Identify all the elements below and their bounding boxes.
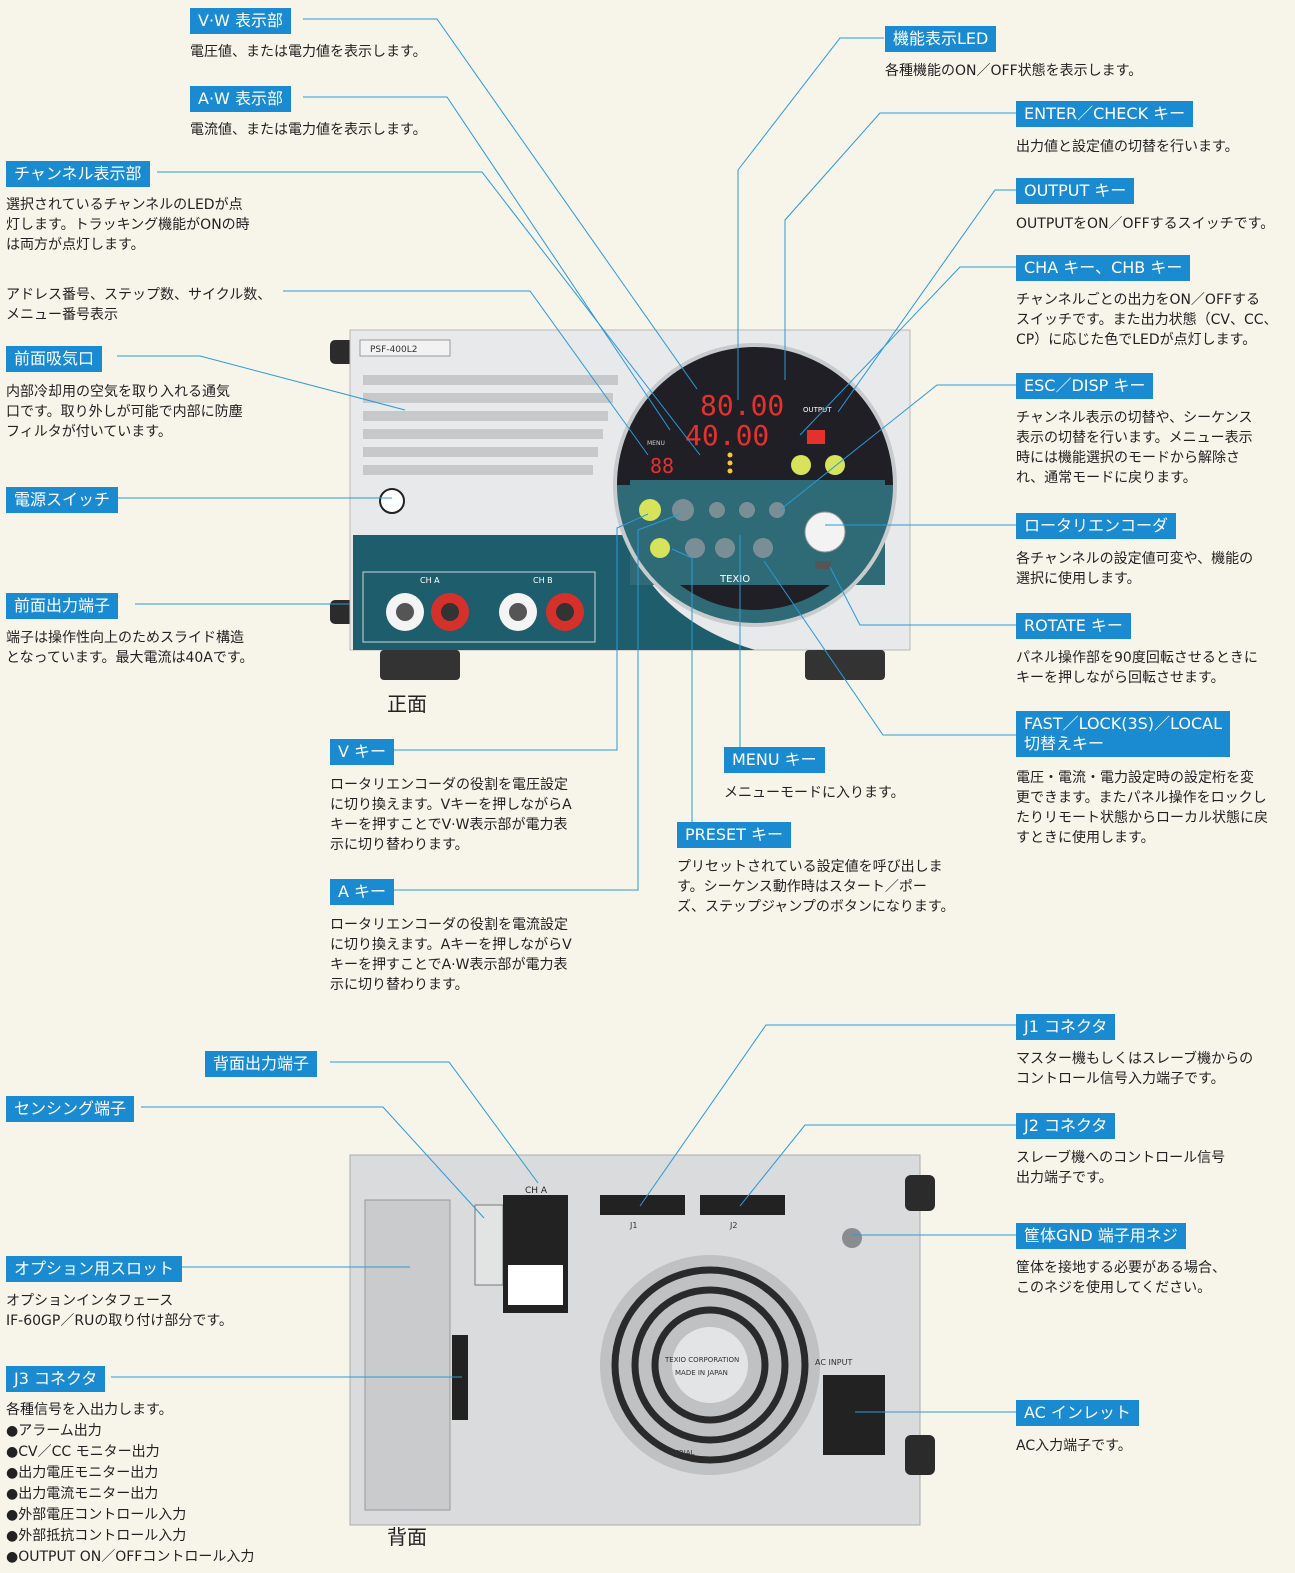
label-aw-display: A·W 表示部: [190, 86, 291, 112]
svg-text:AC INPUT: AC INPUT: [815, 1358, 852, 1367]
rear-caption: 背面: [387, 1525, 427, 1549]
label-v-key: V キー: [330, 739, 395, 765]
svg-text:TEXIO CORPORATION: TEXIO CORPORATION: [664, 1356, 739, 1364]
desc-menu-key: メニューモードに入ります。: [724, 785, 905, 801]
svg-text:MADE IN JAPAN: MADE IN JAPAN: [675, 1369, 728, 1377]
rear-panel-illustration: CH A J1 J2 TEXIO CORPORATION MADE IN JAP…: [349, 1154, 935, 1526]
desc-rotary-encoder: 各チャンネルの設定値可変や、機能の 選択に使用します。: [1016, 551, 1254, 587]
label-vw-display: V·W 表示部: [190, 8, 291, 34]
svg-text:CH B: CH B: [533, 576, 553, 585]
desc-enter-key: 出力値と設定値の切替を行います。: [1016, 139, 1239, 155]
desc-cha-chb-key: チャンネルごとの出力をON／OFFする スイッチです。また出力状態（CV、CC、…: [1016, 292, 1278, 348]
label-option-slot: オプション用スロット: [6, 1256, 183, 1282]
desc-esc-key: チャンネル表示の切替や、シーケンス 表示の切替を行います。メニュー表示 時には機…: [1016, 410, 1253, 486]
svg-text:CH A: CH A: [420, 576, 440, 585]
desc-option-slot: オプションインタフェース IF-60GP／RUの取り付け部分です。: [6, 1293, 233, 1329]
desc-v-key: ロータリエンコーダの役割を電圧設定 に切り換えます。Vキーを押しながらA キーを…: [330, 777, 572, 853]
label-front-intake: 前面吸気口: [6, 346, 103, 372]
desc-ac-inlet: AC入力端子です。: [1016, 1438, 1132, 1454]
front-panel-illustration: PSF-400L2 CH A CH B 80.00 40.00 88 MENU …: [330, 329, 911, 680]
label-enter-key: ENTER／CHECK キー: [1016, 101, 1194, 127]
label-j3-connector: J3 コネクタ: [6, 1366, 106, 1392]
desc-channel-display: 選択されているチャンネルのLEDが点 灯します。トラッキング機能がONの時 は両…: [6, 197, 250, 253]
desc-aw-display: 電流値、または電力値を表示します。: [190, 122, 427, 138]
desc-address-display: アドレス番号、ステップ数、サイクル数、 メニュー番号表示: [6, 287, 272, 323]
label-rear-output: 背面出力端子: [205, 1051, 318, 1077]
front-caption: 正面: [387, 692, 427, 716]
label-j2-connector: J2 コネクタ: [1016, 1113, 1116, 1139]
label-ac-inlet: AC インレット: [1016, 1400, 1139, 1426]
desc-j2-connector: スレーブ機へのコントロール信号 出力端子です。: [1016, 1150, 1226, 1186]
label-rotate-key: ROTATE キー: [1016, 613, 1131, 639]
label-gnd-screw: 筐体GND 端子用ネジ: [1016, 1223, 1186, 1249]
label-preset-key: PRESET キー: [677, 822, 792, 848]
svg-text:80.00: 80.00: [700, 389, 784, 422]
svg-text:J1: J1: [629, 1221, 637, 1230]
label-sensing-terminal: センシング端子: [6, 1096, 135, 1122]
label-channel-display: チャンネル表示部: [6, 161, 150, 187]
svg-text:PSF-400L2: PSF-400L2: [370, 345, 417, 355]
desc-output-key: OUTPUTをON／OFFするスイッチです。: [1016, 216, 1275, 232]
label-esc-key: ESC／DISP キー: [1016, 373, 1154, 399]
label-cha-chb-key: CHA キー、CHB キー: [1016, 255, 1191, 281]
desc-preset-key: プリセットされている設定値を呼び出しま す。シーケンス動作時はスタート／ポー ズ…: [677, 859, 955, 915]
desc-front-intake: 内部冷却用の空気を取り入れる通気 口です。取り外しが可能で内部に防塵 フィルタが…: [6, 384, 243, 440]
label-function-led: 機能表示LED: [885, 26, 997, 52]
svg-text:J2: J2: [729, 1221, 737, 1230]
desc-a-key: ロータリエンコーダの役割を電流設定 に切り換えます。Aキーを押しながらV キーを…: [330, 917, 572, 993]
svg-text:OUTPUT: OUTPUT: [803, 406, 832, 414]
svg-text:TEXIO: TEXIO: [719, 574, 750, 585]
desc-j3-connector: 各種信号を入出力します。 ●アラーム出力 ●CV／CC モニター出力 ●出力電圧…: [6, 1402, 255, 1565]
desc-fast-lock-key: 電圧・電流・電力設定時の設定桁を変 更できます。またパネル操作をロックし たりリ…: [1016, 770, 1268, 846]
desc-front-output: 端子は操作性向上のためスライド構造 となっています。最大電流は40Aです。: [6, 630, 254, 666]
svg-text:MENU: MENU: [647, 440, 665, 447]
label-j1-connector: J1 コネクタ: [1016, 1014, 1116, 1040]
label-fast-lock-key: FAST／LOCK(3S)／LOCAL 切替えキー: [1016, 711, 1231, 757]
label-power-switch: 電源スイッチ: [6, 487, 119, 513]
label-rotary-encoder: ロータリエンコーダ: [1016, 513, 1177, 539]
svg-text:CH A: CH A: [525, 1186, 548, 1196]
svg-text:SERIAL: SERIAL: [670, 1449, 695, 1457]
svg-text:88: 88: [650, 454, 674, 478]
label-a-key: A キー: [330, 879, 395, 905]
desc-j1-connector: マスター機もしくはスレーブ機からの コントロール信号入力端子です。: [1016, 1051, 1254, 1087]
desc-vw-display: 電圧値、または電力値を表示します。: [190, 44, 427, 60]
desc-gnd-screw: 筐体を接地する必要がある場合、 このネジを使用してください。: [1016, 1260, 1226, 1296]
label-front-output: 前面出力端子: [6, 593, 119, 619]
label-menu-key: MENU キー: [724, 747, 825, 773]
desc-function-led: 各種機能のON／OFF状態を表示します。: [885, 63, 1143, 79]
svg-text:40.00: 40.00: [685, 419, 769, 452]
desc-rotate-key: パネル操作部を90度回転させるときに キーを押しながら回転させます。: [1016, 650, 1258, 686]
label-output-key: OUTPUT キー: [1016, 178, 1135, 204]
